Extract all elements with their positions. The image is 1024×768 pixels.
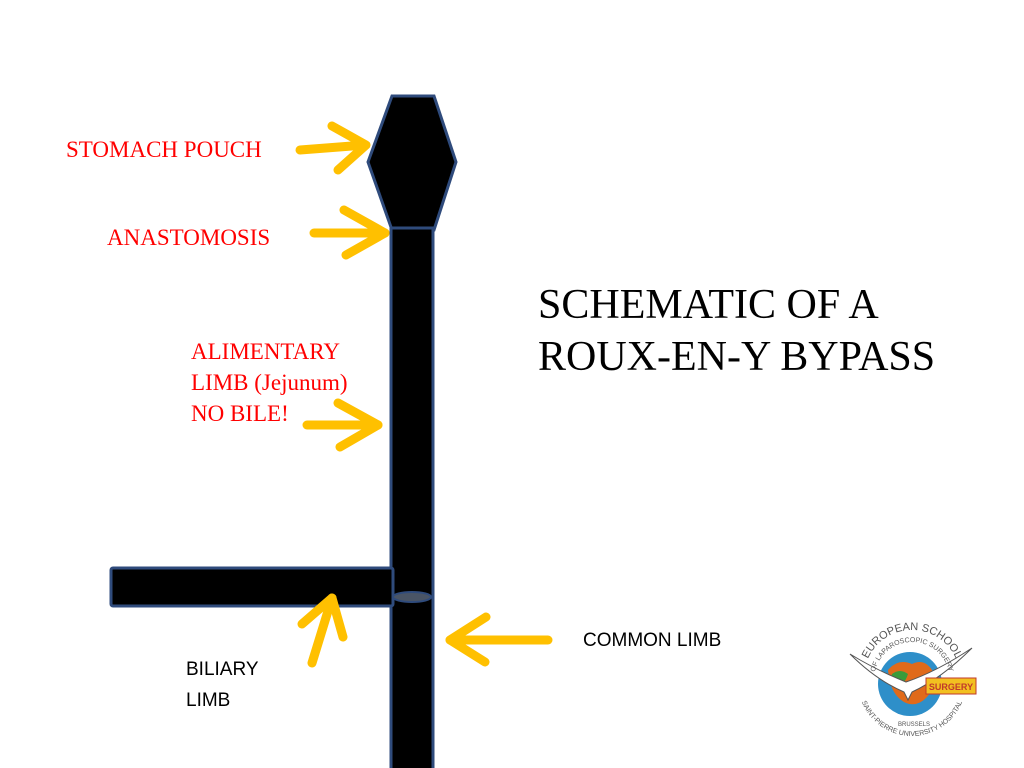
biliary-limb-arrow (297, 593, 348, 668)
alimentary-limb-label-line-2: LIMB (Jejunum) (191, 370, 348, 395)
jejunojejunal-anastomosis-shape (392, 591, 432, 603)
alimentary-limb-shape (389, 226, 435, 768)
stomach-pouch-shape (366, 94, 458, 232)
stomach-pouch-label: STOMACH POUCH (66, 137, 262, 162)
title-line-1: SCHEMATIC OF A (538, 282, 879, 328)
biliary-limb-label-line-1: BILIARY (186, 659, 259, 680)
biliary-limb-shape (109, 566, 395, 608)
common-limb-label: COMMON LIMB (583, 630, 722, 651)
logo-badge (925, 677, 977, 695)
alimentary-limb-arrow (302, 398, 383, 452)
alimentary-limb-label-line-3: NO BILE! (191, 401, 289, 426)
stomach-pouch-arrow (295, 121, 371, 175)
logo-city-text: BRUSSELS (898, 722, 930, 728)
title-line-2: ROUX-EN-Y BYPASS (538, 334, 936, 380)
common-limb-arrow (445, 612, 553, 667)
anastomosis-arrow (309, 205, 390, 260)
logo-seagull-icon (849, 647, 973, 702)
european-school-logo: SURGERY EUROPEAN SCHOOL OF LAPAROSCOPIC … (849, 621, 977, 738)
logo-badge-text: SURGERY (929, 682, 973, 692)
biliary-limb-label-line-2: LIMB (186, 690, 231, 711)
alimentary-limb-label: ALIMENTARY LIMB (Jejunum) NO BILE! (191, 336, 348, 429)
diagram-title: SCHEMATIC OF A ROUX-EN-Y BYPASS (538, 279, 935, 383)
alimentary-limb-label-line-1: ALIMENTARY (191, 339, 340, 364)
biliary-limb-label: BILIARY LIMB (186, 654, 259, 716)
anastomosis-label: ANASTOMOSIS (107, 225, 271, 250)
